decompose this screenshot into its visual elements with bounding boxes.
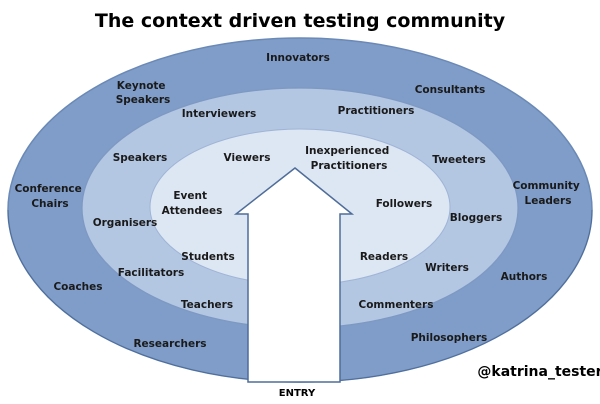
label-teachers: Teachers [181,299,233,311]
label-event-attendees-line-1: Event [173,190,207,202]
label-event-attendees-line-2: Attendees [162,205,223,217]
label-researchers: Researchers [133,338,206,350]
label-innovators: Innovators [266,52,330,64]
label-authors: Authors [501,271,548,283]
twitter-handle: @katrina_tester [477,364,600,380]
label-keynote-speakers-line-2: Speakers [116,94,171,106]
label-conference-chairs-line-1: Conference [15,183,82,195]
diagram-title: The context driven testing community [95,10,506,32]
label-writers: Writers [425,262,469,274]
label-practitioners: Practitioners [338,105,415,117]
label-facilitators: Facilitators [118,267,184,279]
label-readers: Readers [360,251,408,263]
label-interviewers: Interviewers [182,108,257,120]
label-community-leaders-line-2: Leaders [525,195,572,207]
label-inexperienced-practitioners-line-1: Inexperienced [305,145,389,157]
label-consultants: Consultants [415,84,486,96]
label-inexperienced-practitioners: Inexperienced Practitioners [305,145,393,172]
entry-label: ENTRY [279,388,316,399]
label-conference-chairs-line-2: Chairs [31,198,68,210]
label-conference-chairs: Conference Chairs [15,183,86,210]
label-tweeters: Tweeters [432,154,486,166]
label-event-attendees: Event Attendees [162,190,223,217]
label-community-leaders-line-1: Community [513,180,580,192]
label-organisers: Organisers [93,217,158,229]
entry-arrow [233,167,355,383]
label-commenters: Commenters [359,299,434,311]
label-bloggers: Bloggers [450,212,502,224]
label-keynote-speakers-line-1: Keynote [117,80,166,92]
label-inexperienced-practitioners-line-2: Practitioners [311,160,388,172]
label-followers: Followers [376,198,433,210]
label-viewers: Viewers [224,152,271,164]
label-students: Students [181,251,234,263]
label-coaches: Coaches [53,281,102,293]
label-keynote-speakers: Keynote Speakers [116,80,171,106]
label-speakers: Speakers [113,152,168,164]
label-community-leaders: Community Leaders [513,180,584,207]
label-philosophers: Philosophers [411,332,488,344]
